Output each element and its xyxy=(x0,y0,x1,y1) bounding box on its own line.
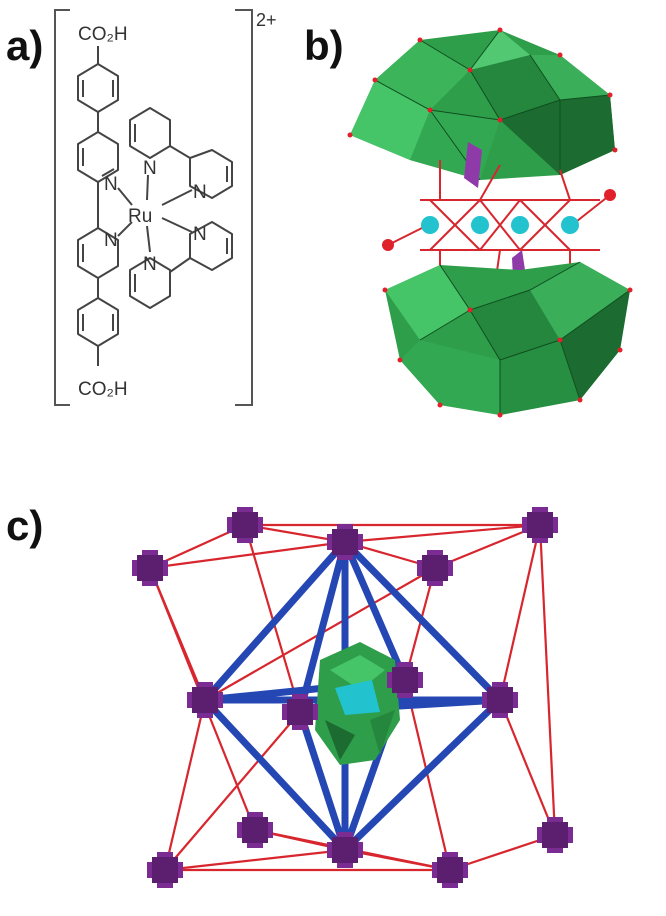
oxygen-vertices xyxy=(347,27,633,418)
node-4 xyxy=(132,550,168,586)
node-10 xyxy=(237,812,273,848)
pom-sandwich-structure xyxy=(347,27,633,418)
node-9 xyxy=(482,682,518,718)
node-5 xyxy=(417,550,453,586)
node-13 xyxy=(327,832,363,868)
purple-nodes xyxy=(132,507,573,888)
panel-label-a: a) xyxy=(6,22,43,69)
node-12 xyxy=(147,852,183,888)
node-14 xyxy=(432,852,468,888)
n-atom-3: N xyxy=(143,158,157,179)
n-atom-4: N xyxy=(193,182,207,203)
right-bracket xyxy=(235,9,253,406)
node-11 xyxy=(537,817,573,853)
node-8 xyxy=(387,662,423,698)
n-atom-1: N xyxy=(104,174,118,195)
n-atom-5: N xyxy=(193,224,207,245)
panel-label-c: c) xyxy=(6,502,43,549)
node-6 xyxy=(187,682,223,718)
lower-tungstate-cap xyxy=(385,261,631,415)
n-atom-6: N xyxy=(143,254,157,275)
upper-tungstate-cap xyxy=(350,29,615,181)
left-bracket xyxy=(54,9,70,406)
n-atom-2: N xyxy=(104,230,118,251)
node-1 xyxy=(227,507,263,543)
panel-label-b: b) xyxy=(304,22,344,69)
central-pom-cluster xyxy=(315,642,400,765)
framework-structure xyxy=(132,507,573,888)
top-co2h-label: CO₂H xyxy=(78,24,128,45)
node-2 xyxy=(327,524,363,560)
ru-atom-label: Ru xyxy=(128,206,152,227)
node-3 xyxy=(522,507,558,543)
charge-label: 2+ xyxy=(256,10,277,30)
node-7 xyxy=(282,694,318,730)
upper-tetrahedron xyxy=(464,142,482,188)
ru-complex-structure: 2+ CO₂H N N CO₂H Ru xyxy=(54,9,277,406)
bottom-co2h-label: CO₂H xyxy=(78,379,128,400)
